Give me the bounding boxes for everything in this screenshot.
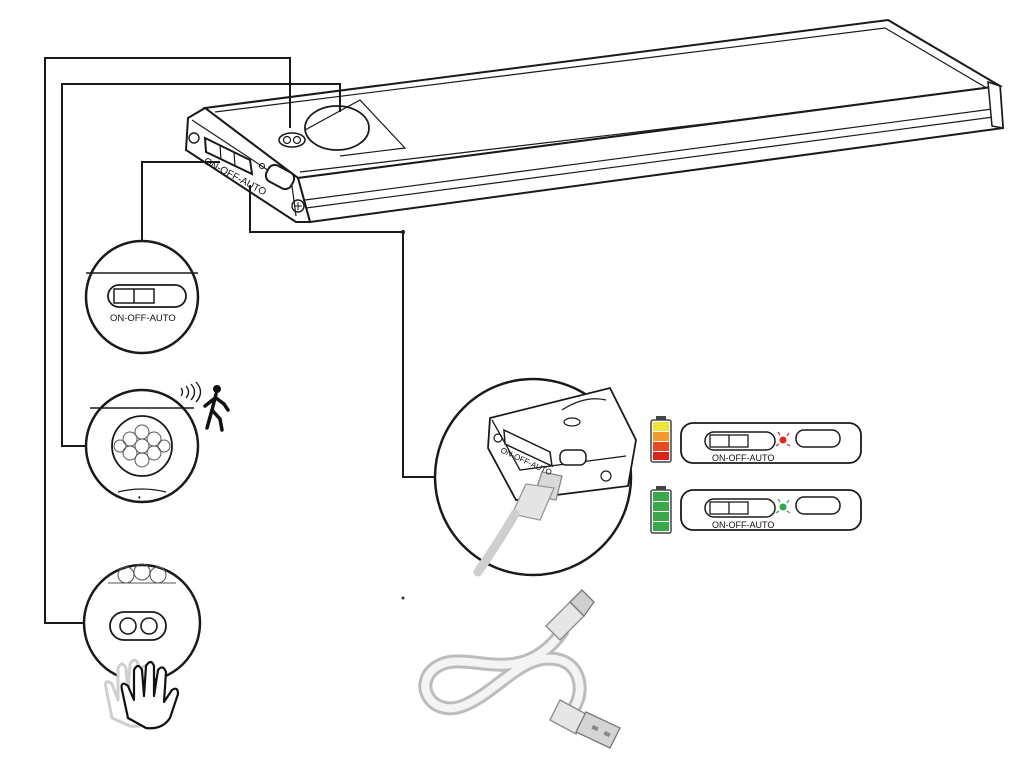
light-bar	[184, 18, 1005, 224]
switch-detail	[84, 239, 200, 355]
charging-status	[650, 416, 862, 464]
switch-detail-label: ON-OFF-AUTO	[110, 313, 176, 324]
battery-icon	[650, 416, 672, 463]
battery-icon	[650, 486, 672, 534]
motion-sensor-detail	[84, 388, 200, 504]
sensor-mark: •	[138, 493, 141, 502]
motion-person-icon	[180, 381, 230, 432]
charging-status-switch-label: ON-OFF-AUTO	[712, 453, 774, 463]
hand-wave-icon	[104, 658, 180, 730]
usb-c-cable-icon	[418, 589, 621, 749]
touch-sensor-detail	[82, 563, 202, 683]
charging-detail	[433, 377, 637, 577]
charged-status-switch-label: ON-OFF-AUTO	[712, 520, 774, 530]
charged-status	[650, 486, 862, 534]
